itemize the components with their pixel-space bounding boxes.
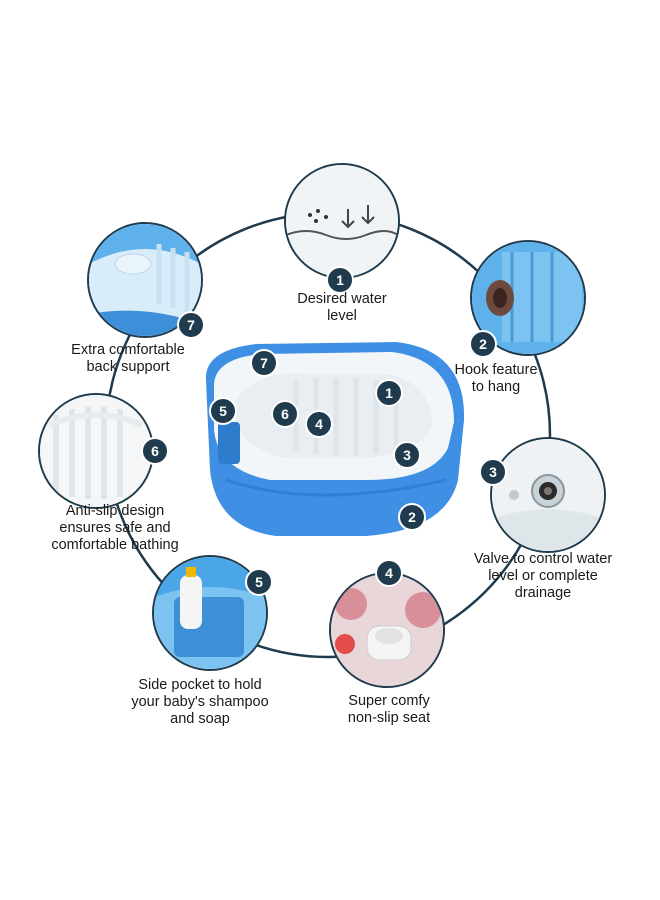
feature-4-number: 4: [375, 559, 403, 587]
feature-7-image: [87, 222, 203, 338]
tub-marker-1: 1: [375, 379, 403, 407]
pocket-icon: [154, 557, 266, 669]
feature-4-caption: Super comfy non-slip seat: [347, 693, 431, 726]
feature-2-image: [470, 240, 586, 356]
water-level-icon: [286, 165, 398, 277]
valve-icon: [492, 439, 604, 551]
feature-6-number: 6: [141, 437, 169, 465]
seat-icon: [331, 574, 443, 686]
feature-1-image: [284, 163, 400, 279]
feature-3-number: 3: [479, 458, 507, 486]
tub-marker-4: 4: [305, 410, 333, 438]
tub-marker-6: 6: [271, 400, 299, 428]
feature-4-image: [329, 572, 445, 688]
tub-marker-3: 3: [393, 441, 421, 469]
back-support-icon: [89, 224, 201, 336]
anti-slip-icon: [40, 395, 152, 507]
feature-1-caption: Desired water level: [297, 291, 387, 324]
feature-3-image: [490, 437, 606, 553]
feature-3-caption: Valve to control water level or complete…: [473, 551, 613, 601]
feature-6-image: [38, 393, 154, 509]
feature-7-number: 7: [177, 311, 205, 339]
tub-marker-2: 2: [398, 503, 426, 531]
feature-5-number: 5: [245, 568, 273, 596]
tub-marker-5: 5: [209, 397, 237, 425]
feature-6-caption: Anti-slip design ensures safe and comfor…: [51, 503, 179, 553]
tub-marker-7: 7: [250, 349, 278, 377]
feature-2-caption: Hook feature to hang: [454, 362, 538, 395]
hook-icon: [472, 242, 584, 354]
feature-1-number: 1: [326, 266, 354, 294]
feature-2-number: 2: [469, 330, 497, 358]
feature-7-caption: Extra comfortable back support: [71, 342, 185, 375]
inflatable-tub-illustration: [205, 342, 465, 536]
feature-5-caption: Side pocket to hold your baby's shampoo …: [131, 677, 269, 727]
